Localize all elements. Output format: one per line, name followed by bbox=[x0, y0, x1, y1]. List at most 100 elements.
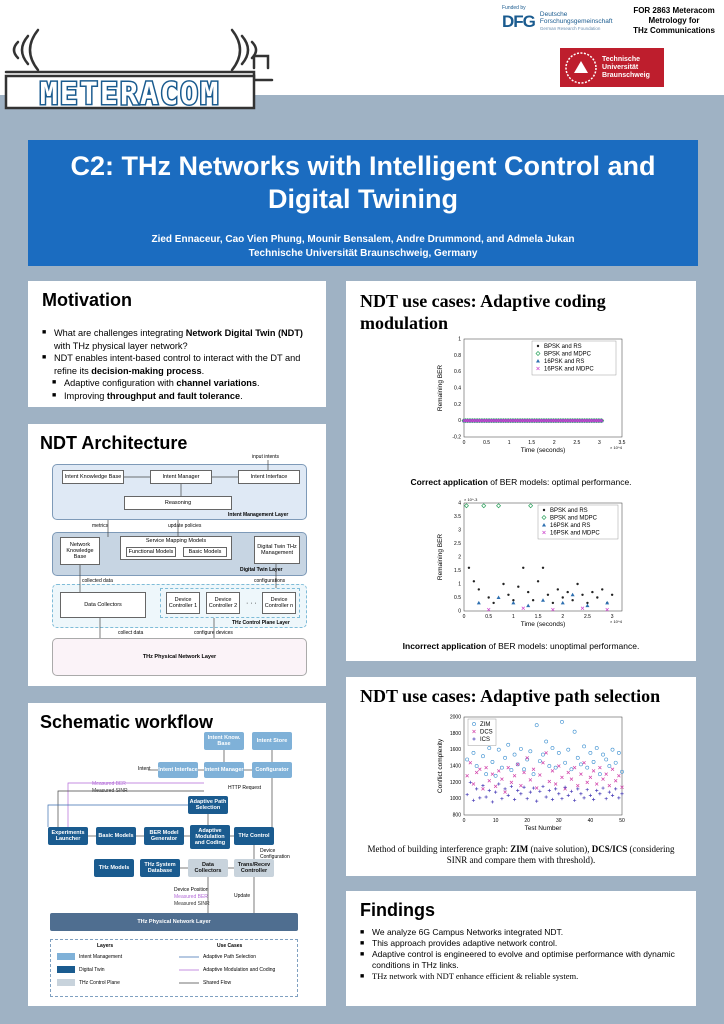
tu-line2: Universität bbox=[602, 63, 639, 71]
data-point bbox=[604, 772, 608, 776]
data-point bbox=[536, 580, 540, 583]
dfg-name: DFG bbox=[502, 11, 536, 31]
data-point bbox=[484, 795, 488, 799]
finding-1: We analyze 6G Campus Networks integrated… bbox=[360, 927, 682, 938]
legend-marker bbox=[535, 351, 541, 356]
data-point bbox=[569, 789, 574, 793]
label-collected-data: collected data bbox=[82, 578, 113, 584]
x-tick-label: 0 bbox=[463, 614, 466, 620]
legend-marker bbox=[472, 729, 476, 734]
architecture-panel: NDT Architecture input intents Intent Kn… bbox=[28, 424, 326, 686]
legend-label: BPSK and RS bbox=[544, 344, 582, 350]
finding-2: This approach provides adaptive network … bbox=[360, 938, 682, 949]
y-tick-label: 0.4 bbox=[454, 386, 461, 392]
data-point bbox=[531, 767, 536, 772]
for-line1: FOR 2863 Meteracom bbox=[633, 6, 715, 15]
data-point bbox=[569, 767, 574, 772]
data-point bbox=[541, 598, 545, 602]
data-point bbox=[509, 780, 514, 785]
data-point bbox=[526, 603, 531, 608]
x-tick-label: 1 bbox=[512, 614, 515, 620]
x-tick-label: 0.5 bbox=[485, 614, 492, 620]
data-point bbox=[465, 774, 469, 778]
y-tick-label: 1200 bbox=[450, 780, 461, 786]
data-point bbox=[474, 770, 479, 775]
legend-use-arrows bbox=[179, 956, 199, 984]
data-point bbox=[481, 784, 485, 788]
data-point bbox=[581, 593, 584, 596]
data-point bbox=[601, 777, 605, 781]
data-point bbox=[512, 774, 517, 778]
label-metrics: metrics bbox=[92, 523, 109, 529]
y-axis-label: Conflict complexity bbox=[437, 738, 444, 793]
data-point bbox=[610, 747, 615, 752]
data-point bbox=[556, 588, 560, 591]
data-point bbox=[591, 590, 594, 594]
data-point bbox=[610, 793, 615, 797]
data-point bbox=[563, 760, 568, 765]
data-point bbox=[467, 566, 471, 569]
thz-physical-layer: THz Physical Network Layer bbox=[52, 638, 307, 676]
motivation-bullet-1: What are challenges integrating Network … bbox=[42, 327, 312, 352]
legend-use-title: Use Cases bbox=[217, 943, 243, 949]
wf-legend: Layers Use Cases Intent Management Digit… bbox=[50, 939, 298, 997]
aps-panel: NDT use cases: Adaptive path selection 0… bbox=[346, 677, 696, 876]
wf-intent-interface: Intent Interface bbox=[158, 762, 198, 778]
x-tick-label: 40 bbox=[588, 818, 594, 824]
data-point bbox=[605, 600, 610, 605]
y-tick-label: 0 bbox=[458, 418, 461, 424]
x-tick-label: 0 bbox=[463, 818, 466, 824]
legend-marker bbox=[472, 737, 476, 741]
data-point bbox=[585, 780, 589, 785]
legend-marker bbox=[541, 515, 547, 520]
tu-seal-icon bbox=[565, 51, 597, 84]
data-point bbox=[566, 590, 569, 594]
wf-update: Update bbox=[234, 893, 251, 899]
amc-caption-incorrect: Incorrect application of BER models: uno… bbox=[402, 641, 640, 651]
label-update-policies: update policies bbox=[168, 523, 202, 529]
cpl-label: THz Control Plane Layer bbox=[232, 620, 290, 626]
data-point bbox=[538, 789, 542, 793]
data-point bbox=[607, 783, 612, 788]
x-tick-label: 30 bbox=[556, 818, 562, 824]
x-tick-label: 10 bbox=[493, 818, 499, 824]
amc-caption-correct: Correct application of BER models: optim… bbox=[410, 477, 632, 487]
data-point bbox=[471, 751, 476, 755]
data-point bbox=[598, 765, 602, 770]
data-point bbox=[566, 770, 571, 775]
motivation-heading: Motivation bbox=[42, 290, 132, 310]
data-point bbox=[474, 764, 479, 768]
data-point bbox=[613, 760, 618, 765]
x-tick-label: 1 bbox=[508, 440, 511, 446]
architecture-diagram: input intents Intent Knowledge Base Inte… bbox=[28, 424, 326, 686]
legend-aps: Adaptive Path Selection bbox=[203, 954, 257, 960]
wf-data-collectors: Data Collectors bbox=[188, 859, 228, 877]
x-tick-label: 50 bbox=[619, 818, 625, 824]
data-point bbox=[509, 784, 513, 789]
dfg-line2: Forschungsgemeinschaft bbox=[539, 18, 613, 25]
data-point bbox=[515, 762, 520, 767]
data-point bbox=[478, 796, 482, 800]
data-point bbox=[511, 600, 516, 605]
data-point bbox=[494, 790, 498, 794]
data-point bbox=[481, 754, 485, 759]
data-point bbox=[519, 792, 523, 796]
data-point bbox=[468, 760, 473, 765]
wf-measured-sinr: Measured SINR bbox=[174, 901, 210, 907]
data-point bbox=[588, 793, 592, 797]
data-point bbox=[515, 762, 520, 767]
wf-device-configuration: Device Configuration bbox=[260, 848, 290, 860]
data-point bbox=[617, 774, 621, 778]
data-point bbox=[493, 773, 498, 778]
x-tick-label: 2 bbox=[553, 440, 556, 446]
data-point bbox=[601, 786, 605, 790]
data-point bbox=[566, 747, 571, 752]
data-point bbox=[484, 772, 489, 777]
data-point bbox=[522, 770, 526, 775]
wf-device-position: Device Position bbox=[174, 887, 209, 893]
workflow-panel: Schematic workflow Intent Know. Base Int… bbox=[28, 703, 326, 1006]
basic-models: Basic Models bbox=[183, 547, 227, 557]
y-tick-label: 1600 bbox=[450, 747, 461, 753]
legend-dt-swatch bbox=[57, 966, 75, 973]
